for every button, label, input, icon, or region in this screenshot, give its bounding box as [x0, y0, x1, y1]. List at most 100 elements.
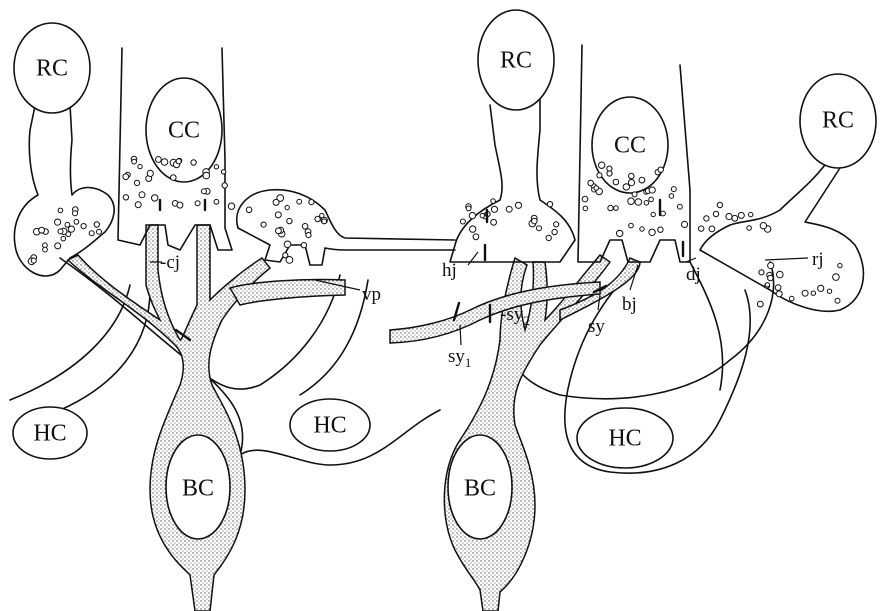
vesicle	[147, 170, 153, 176]
vesicle	[222, 183, 227, 188]
vesicle	[39, 227, 45, 233]
vesicle	[838, 263, 842, 267]
cone-cell-label-right: CC	[614, 133, 646, 159]
vesicle	[827, 289, 831, 293]
vesicle	[747, 226, 752, 231]
vesicle	[161, 159, 168, 166]
vesicle	[547, 202, 552, 207]
vesicle	[726, 213, 732, 219]
vesicle	[757, 301, 763, 307]
vesicle	[491, 199, 496, 204]
vesicle	[214, 165, 218, 169]
vesicle	[699, 226, 704, 231]
label-bj: bj	[622, 294, 637, 315]
vesicle	[473, 234, 479, 240]
vesicle	[738, 212, 744, 218]
vesicle	[261, 222, 266, 227]
vesicle	[320, 213, 324, 217]
vesicle	[58, 229, 63, 234]
vesicle	[470, 226, 476, 232]
vesicle	[276, 228, 282, 234]
vesicle	[201, 189, 206, 194]
vesicle	[491, 219, 497, 225]
vesicle	[811, 291, 815, 295]
vesicle	[306, 233, 311, 238]
vesicle	[135, 202, 141, 208]
vesicle	[765, 283, 769, 287]
vesicle	[58, 208, 63, 213]
horizontal-cell-label-center: HC	[313, 413, 346, 439]
vesicle	[776, 291, 782, 297]
vesicle	[214, 199, 219, 204]
label-cj: -cj	[160, 252, 180, 273]
bipolar-cell-label-left: BC	[182, 476, 214, 502]
vesicle	[152, 195, 158, 201]
vesicle	[132, 159, 137, 164]
vesicle	[759, 270, 764, 275]
vesicle	[309, 200, 314, 205]
vesicle	[171, 175, 177, 181]
vesicle	[632, 192, 637, 197]
vesicle	[506, 206, 512, 212]
vesicle	[681, 221, 687, 227]
vesicle	[134, 180, 139, 185]
vesicle	[651, 212, 655, 216]
vesicle	[629, 173, 635, 179]
vesicle	[669, 194, 674, 199]
vesicle	[228, 203, 234, 209]
vesicle	[43, 247, 48, 252]
vesicle	[649, 187, 655, 193]
rod-cell-label-left: RC	[36, 56, 68, 82]
vesicle	[835, 298, 840, 303]
vesicle	[123, 195, 128, 200]
label-dj: dj	[686, 264, 701, 285]
vesicle	[717, 202, 722, 207]
vesicle	[138, 164, 142, 168]
vesicle	[285, 205, 289, 209]
vesicle	[597, 173, 602, 178]
vesicle	[55, 243, 61, 249]
vesicle	[709, 226, 715, 232]
vesicle	[617, 230, 623, 236]
vesicle	[68, 226, 74, 232]
vesicle	[608, 205, 613, 210]
label-sy2-base: -sy	[500, 304, 524, 325]
vesicle	[275, 212, 281, 218]
label-sy2: -sy2	[500, 304, 530, 328]
vesicle	[273, 199, 279, 205]
vesicle	[176, 159, 181, 164]
label-sy: sy	[588, 316, 605, 337]
vesicle	[629, 223, 634, 228]
vesicle	[177, 202, 183, 208]
vesicle	[768, 262, 774, 268]
vesicle	[582, 196, 588, 202]
vesicle	[515, 202, 521, 208]
vesicle	[81, 224, 86, 229]
vesicle	[768, 275, 774, 281]
vesicle	[74, 219, 79, 224]
cone-cell-left	[118, 48, 232, 250]
vesicle	[789, 296, 794, 301]
vesicle	[588, 180, 594, 186]
vesicle	[322, 219, 327, 224]
label-rj: rj	[812, 249, 824, 270]
label-sy1-base: sy	[448, 346, 465, 367]
vesicle	[623, 184, 629, 190]
vesicle	[552, 229, 557, 234]
horizontal-cell-label-right: HC	[608, 426, 641, 452]
vesicle	[775, 285, 781, 291]
vesicle	[628, 180, 634, 186]
vesicle	[671, 187, 676, 192]
vesicle	[191, 160, 196, 165]
vesicle	[614, 206, 619, 211]
vesicle	[749, 212, 753, 216]
vesicle	[221, 170, 225, 174]
vesicle	[195, 201, 200, 206]
vesicle	[546, 235, 551, 240]
vesicle	[537, 226, 542, 231]
vesicle	[678, 204, 683, 209]
vesicle	[777, 271, 784, 278]
vesicle	[31, 258, 36, 263]
vesicle	[532, 218, 538, 224]
vesicle	[89, 231, 94, 236]
